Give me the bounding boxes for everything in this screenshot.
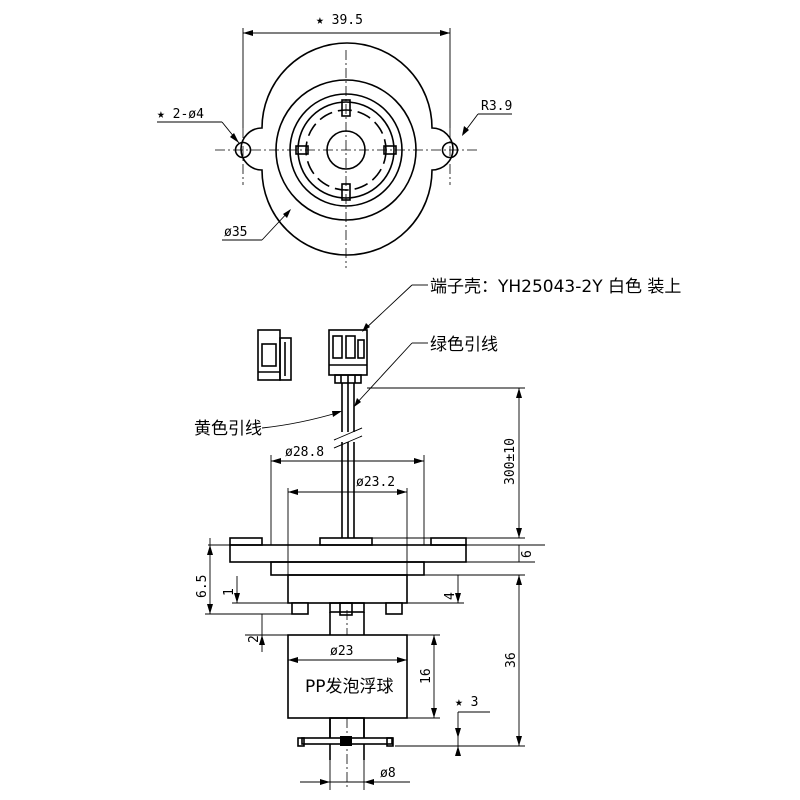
connector-housing [328,329,368,384]
dim-1-label: 1 [222,588,237,596]
connector-side-sketch [257,329,292,381]
arrow-icon [362,323,370,332]
arrow-icon [455,746,461,756]
arrow-icon [455,593,461,603]
arrow-icon [516,736,522,746]
dim-radius-label: R3.9 [481,99,512,114]
dim-float-dia-label: ø23 [330,644,353,659]
dim-flange-thickness-label: 6 [520,550,535,558]
float-label-box [300,672,404,698]
arrow-icon [455,728,461,738]
green-wire-label: 绿色引线 [430,335,498,355]
arrow-icon [234,593,240,603]
dim-2-label: 2 [247,635,262,643]
side-view: 端子壳：YH25043-2Y 白色 装上 绿色引线 黄色引线 ø28.8 ø23… [194,277,681,790]
dim-65-label: 6.5 [195,575,210,598]
dim-housing-label: ø23.2 [356,475,395,490]
arrow-icon [243,30,253,36]
arrow-icon [364,779,374,785]
arrow-icon [516,575,522,585]
connector-label: 端子壳：YH25043-2Y 白色 装上 [430,277,681,297]
leader-yellow [261,411,341,429]
arrow-icon [354,398,361,407]
dim-total-label: 36 [504,652,519,668]
leader-green [354,342,413,406]
arrow-icon [397,657,407,663]
dim-flange-label: ø28.8 [285,445,324,460]
arrow-icon [431,635,437,645]
arrow-icon [207,545,213,555]
arrow-icon [271,458,281,464]
bottom-clip [297,717,394,747]
dim-outer-dia-label: ø35 [224,225,247,240]
arrow-icon [397,489,407,495]
arrow-icon [462,126,469,136]
dim-4-label: 4 [443,592,458,600]
lower-housing [287,574,408,616]
dim-holes-label: ★ 2-ø4 [157,107,204,122]
arrow-icon [207,604,213,614]
arrow-icon [259,635,265,645]
top-view: ★ 39.5 ★ 2-ø4 R3.9 ø35 [157,13,512,268]
arrow-icon [288,489,298,495]
top-flange-outline [240,42,454,256]
dim-float-height-label: 16 [419,668,434,684]
yellow-wire-label: 黄色引线 [194,419,262,439]
arrow-icon [320,779,330,785]
arrow-icon [283,209,291,218]
arrow-icon [440,30,450,36]
float-body: PP发泡浮球 [287,634,408,719]
arrow-icon [288,657,298,663]
arrow-icon [230,133,239,143]
dim-width-label: ★ 39.5 [316,13,363,28]
arrow-icon [516,388,522,398]
float-label: PP发泡浮球 [305,677,394,697]
lead-wires [333,383,363,538]
dim-clip-label: ★ 3 [455,695,478,710]
leader-connector [363,284,413,331]
flange-plate [208,537,545,576]
arrow-icon [332,411,342,417]
dim-wire-length-label: 300±10 [503,438,518,485]
arrow-icon [431,708,437,718]
arrow-icon [414,458,424,464]
arrow-icon [516,528,522,538]
dim-stem-label: ø8 [380,766,396,781]
